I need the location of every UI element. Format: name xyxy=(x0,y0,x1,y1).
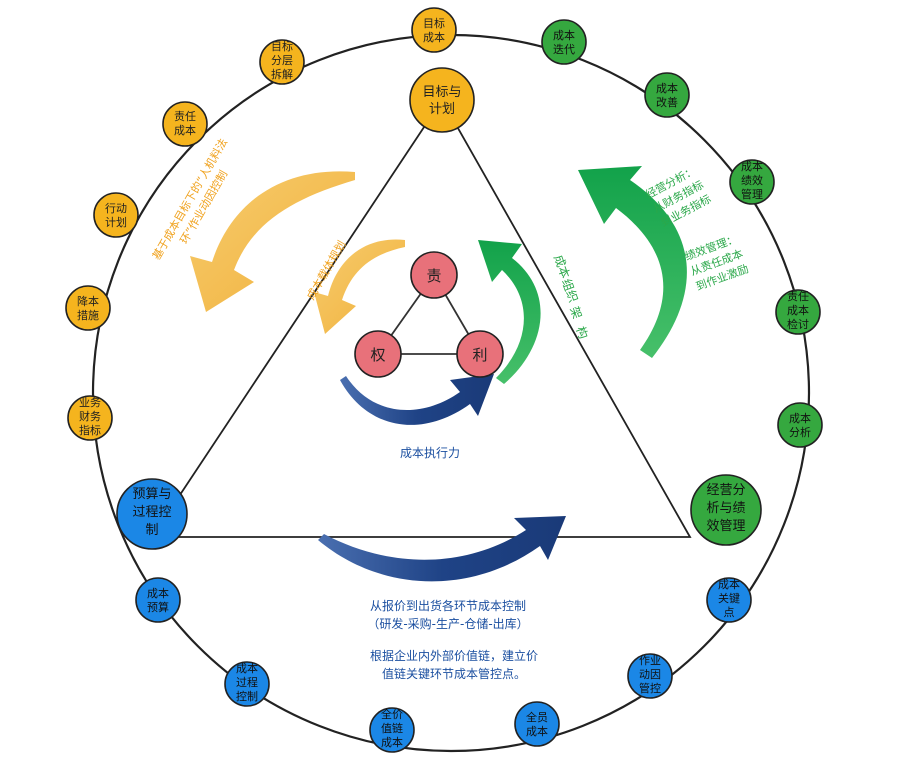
corner-top-l2: 计划 xyxy=(429,102,455,117)
annotation-bottom-line3: 根据企业内外部价值链，建立价 xyxy=(370,648,538,663)
ring-label: 目标 xyxy=(271,39,293,53)
ring-node-mubiao-chengben: 目标 成本 xyxy=(411,7,457,53)
annotation-exec: 成本执行力 xyxy=(400,446,460,460)
ring-label: 成本 xyxy=(174,123,196,137)
ring-label: 业务 xyxy=(79,396,101,409)
ring-label: 成本 xyxy=(718,577,740,591)
center-ze-label: 责 xyxy=(426,267,441,285)
annotation-jixiao: 绩效管理： 从责任成本 到作业激励 xyxy=(683,231,750,293)
annotation-org-line1: 成本 xyxy=(551,253,572,280)
ring-label: 指标 xyxy=(79,423,101,437)
ring-label: 动因 xyxy=(639,668,661,681)
navy-bottom-arrow xyxy=(318,516,566,582)
center-node-ze: 责 xyxy=(410,251,458,299)
center-li-label: 利 xyxy=(472,346,487,364)
ring-node-zeren-jiantao: 责任 成本 检讨 xyxy=(775,289,821,335)
ring-label: 措施 xyxy=(77,308,99,322)
ring-label: 责任 xyxy=(174,110,196,123)
corner-top-l1: 目标与 xyxy=(422,85,461,100)
ring-node-chengben-guocheng: 成本 过程 控制 xyxy=(224,661,270,707)
ring-label: 控制 xyxy=(236,689,258,703)
ring-label: 成本 xyxy=(553,28,575,42)
annotation-bottom-block: 从报价到出货各环节成本控制 （研发-采购-生产-仓储-出库） 根据企业内外部价值… xyxy=(367,598,538,681)
yellow-outer-arrow xyxy=(190,171,355,312)
main-triangle xyxy=(150,98,692,538)
annotation-org-line4: 构 xyxy=(573,324,591,340)
ring-node-jiangben-cuoshi: 降本 措施 xyxy=(65,285,111,331)
center-quan-label: 权 xyxy=(370,346,385,364)
corner-right-l3: 效管理 xyxy=(706,519,745,534)
center-node-li: 利 xyxy=(456,330,504,378)
ring-label: 值链 xyxy=(381,721,403,735)
ring-label: 过程 xyxy=(236,676,258,689)
ring-node-chengben-yusuan: 成本 预算 xyxy=(135,577,181,623)
ring-node-xingdong-jihua: 行动 计划 xyxy=(93,192,139,238)
ring-node-mubiao-fenceng: 目标 分层 拆解 xyxy=(259,39,305,85)
ring-label: 成本 xyxy=(789,411,811,425)
ring-label: 成本 xyxy=(526,724,548,738)
corner-node-right: 经营分 析与绩 效管理 xyxy=(690,474,762,546)
ring-label: 成本 xyxy=(236,661,258,675)
ring-label: 财务 xyxy=(79,409,101,423)
ring-label: 目标 xyxy=(423,16,445,30)
outer-ring xyxy=(91,33,811,753)
triad-lines xyxy=(376,273,482,355)
ring-label: 管理 xyxy=(741,187,763,201)
ring-node-chengben-fenxi: 成本 分析 xyxy=(777,402,823,448)
ring-node-chengben-jixiao: 成本 绩效 管理 xyxy=(729,159,775,205)
ring-label: 成本 xyxy=(147,586,169,600)
corner-node-top: 目标与 计划 xyxy=(409,67,475,133)
ring-node-chengben-diedai: 成本 迭代 xyxy=(541,19,587,65)
annotation-bottom-line1: 从报价到出货各环节成本控制 xyxy=(370,598,526,613)
ring-label: 成本 xyxy=(656,81,678,95)
ring-label: 行动 xyxy=(105,202,127,215)
ring-label: 分层 xyxy=(271,54,293,67)
ring-label: 降本 xyxy=(77,294,99,308)
green-inner-arrow xyxy=(478,240,541,384)
ring-label: 关键 xyxy=(718,591,740,605)
center-node-quan: 权 xyxy=(354,330,402,378)
ring-label: 拆解 xyxy=(271,67,293,81)
ring-node-chengben-gaishan: 成本 改善 xyxy=(644,72,690,118)
corner-left-l2: 过程控 xyxy=(132,505,171,520)
ring-label: 分析 xyxy=(789,425,811,439)
ring-node-zeren-chengben: 责任 成本 xyxy=(162,101,208,147)
annotation-bottom-line4: 值链关键环节成本管控点。 xyxy=(382,666,526,681)
ring-node-quanjia-zhilian: 全价 值链 成本 xyxy=(369,707,415,753)
annotation-org-line2: 组织 xyxy=(559,277,580,304)
annotation-bottom-line2: （研发-采购-生产-仓储-出库） xyxy=(367,616,528,631)
ring-label: 成本 xyxy=(423,30,445,44)
ring-label: 计划 xyxy=(105,216,127,229)
ring-node-chengben-guanjian: 成本 关键 点 xyxy=(706,577,752,623)
ring-label: 改善 xyxy=(656,95,678,109)
ring-node-zuoye-dongyin: 作业 动因 管控 xyxy=(627,653,673,699)
corner-left-l3: 制 xyxy=(145,523,158,538)
ring-label: 成本 xyxy=(787,303,809,317)
corner-left-l1: 预算与 xyxy=(132,487,171,502)
ring-label: 成本 xyxy=(381,735,403,749)
ring-node-yewu-caiwu: 业务 财务 指标 xyxy=(67,395,113,441)
green-outer-arrow xyxy=(578,166,687,358)
ring-node-quanyuan-chengben: 全员 成本 xyxy=(514,701,560,747)
ring-label: 预算 xyxy=(147,600,169,614)
ring-label: 责任 xyxy=(787,290,809,303)
corner-node-left: 预算与 过程控 制 xyxy=(116,478,188,550)
ring-label: 点 xyxy=(724,606,735,619)
corner-right-l1: 经营分 xyxy=(706,483,745,498)
corner-right-l2: 析与绩 xyxy=(706,501,745,516)
annotation-org-line3: 架 xyxy=(567,305,584,321)
yellow-inner-arrow xyxy=(314,239,405,334)
ring-label: 作业 xyxy=(639,654,661,667)
ring-label: 迭代 xyxy=(553,43,575,56)
ring-label: 全员 xyxy=(526,710,548,724)
ring-label: 成本 xyxy=(741,159,763,173)
ring-label: 管控 xyxy=(639,681,661,695)
ring-label: 绩效 xyxy=(741,173,763,187)
navy-inner-arrow xyxy=(340,374,494,425)
ring-label: 全价 xyxy=(381,707,403,721)
ring-label: 检讨 xyxy=(787,317,809,331)
